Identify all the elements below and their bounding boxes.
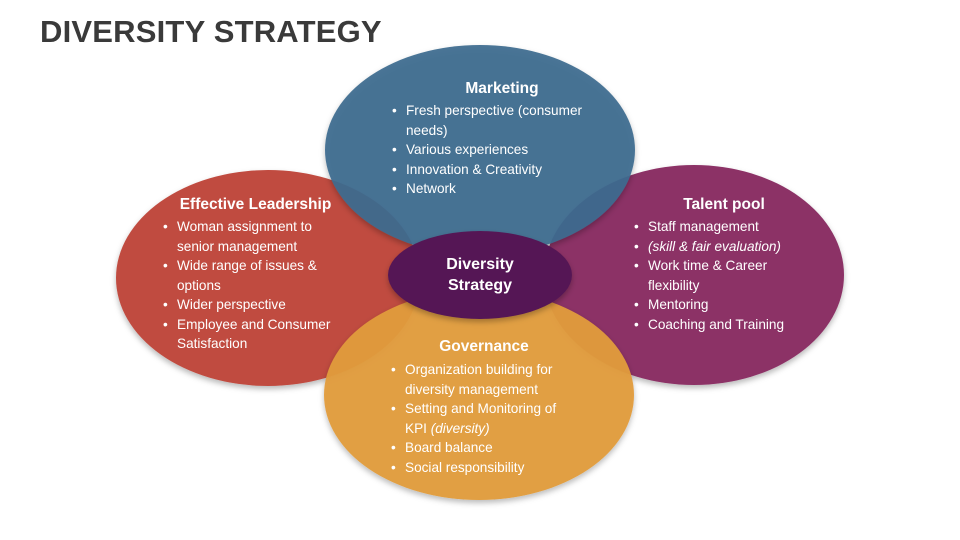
leadership-item: Employee and Consumer Satisfaction (163, 315, 348, 354)
leadership-item: Wider perspective (163, 295, 348, 315)
marketing-list: Fresh perspective (consumer needs) Vario… (392, 101, 612, 199)
talent-item-note: (skill & fair evaluation) (648, 238, 781, 254)
talent-item: Work time & Career flexibility (634, 256, 814, 295)
talent-title: Talent pool (683, 196, 765, 213)
marketing-title: Marketing (465, 80, 539, 97)
governance-kpi-note: (diversity) (430, 420, 490, 436)
marketing-item: Network (392, 179, 612, 199)
governance-title: Governance (439, 338, 529, 355)
leadership-item: Wide range of issues & options (163, 256, 348, 295)
governance-list: Organization building for diversity mana… (391, 360, 577, 477)
page-title: DIVERSITY STRATEGY (40, 14, 382, 49)
marketing-item: Fresh perspective (consumer needs) (392, 101, 612, 140)
marketing-block: Marketing Fresh perspective (consumer ne… (392, 80, 612, 199)
leadership-block: Effective Leadership Woman assignment to… (163, 196, 348, 354)
governance-block: Governance Organization building for div… (391, 338, 577, 477)
talent-list: Staff management (skill & fair evaluatio… (634, 217, 814, 334)
talent-item: Coaching and Training (634, 315, 814, 335)
center-ellipse (388, 231, 572, 319)
leadership-list: Woman assignment to senior management Wi… (163, 217, 348, 354)
marketing-item: Innovation & Creativity (392, 160, 612, 180)
talent-item: Staff management (634, 217, 814, 237)
governance-item-text: Setting and Monitoring of KPI (405, 401, 557, 436)
center-label-line1: Diversity (446, 256, 514, 273)
governance-item: Setting and Monitoring of KPI (diversity… (391, 399, 577, 438)
governance-item: Social responsibility (391, 458, 577, 478)
center-label-line2: Strategy (447, 277, 513, 294)
center-label: Diversity Strategy (388, 248, 572, 302)
governance-item: Board balance (391, 438, 577, 458)
talent-item: (skill & fair evaluation) (634, 237, 814, 257)
talent-item: Mentoring (634, 295, 814, 315)
leadership-item: Woman assignment to senior management (163, 217, 348, 256)
marketing-item: Various experiences (392, 140, 612, 160)
leadership-title: Effective Leadership (179, 196, 332, 213)
talent-block: Talent pool Staff management (skill & fa… (634, 196, 814, 334)
governance-item: Organization building for diversity mana… (391, 360, 577, 399)
